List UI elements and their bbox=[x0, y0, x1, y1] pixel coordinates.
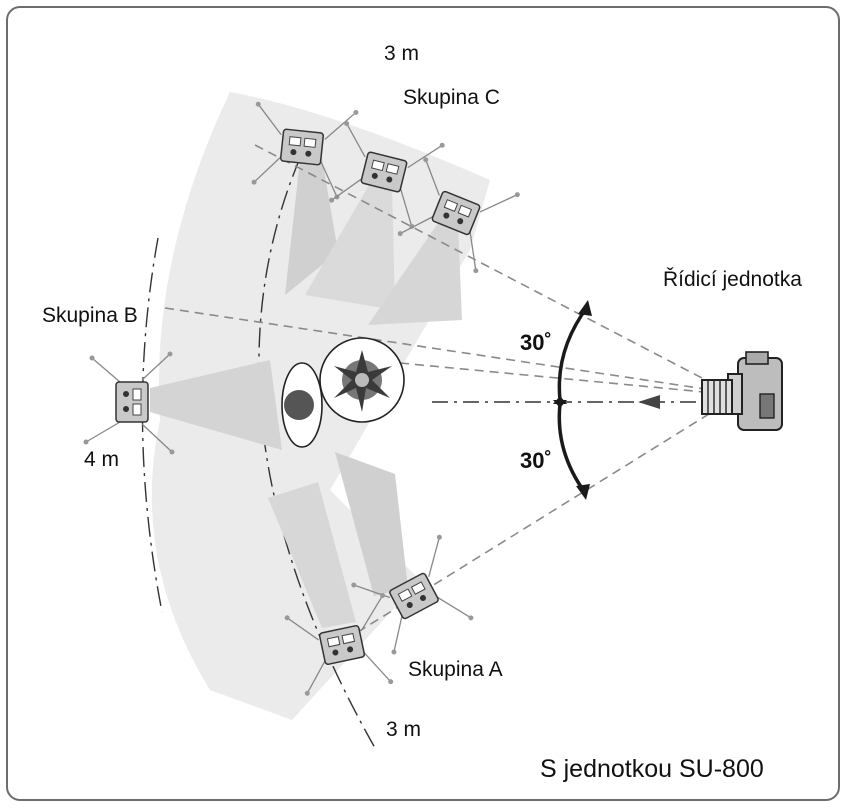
label-commander: Řídicí jednotka bbox=[663, 268, 802, 291]
subject-head bbox=[284, 390, 314, 420]
light-cones bbox=[150, 158, 462, 628]
axis-arrow bbox=[638, 395, 660, 409]
label-distance-left: 4 m bbox=[84, 448, 119, 471]
camera-icon bbox=[701, 351, 783, 431]
subject bbox=[281, 337, 405, 448]
guide-lines bbox=[164, 144, 726, 641]
angle-arrowheads bbox=[553, 300, 592, 500]
label-group-a: Skupina A bbox=[408, 658, 503, 681]
caption: S jednotkou SU-800 bbox=[540, 755, 764, 783]
label-distance-top: 3 m bbox=[384, 42, 419, 65]
label-angle-lower: 30˚ bbox=[520, 448, 552, 473]
label-group-c: Skupina C bbox=[403, 86, 500, 109]
label-distance-bottom: 3 m bbox=[386, 718, 421, 741]
label-angle-upper: 30˚ bbox=[520, 330, 552, 355]
plant-icon bbox=[334, 350, 392, 412]
label-group-b: Skupina B bbox=[42, 304, 138, 327]
